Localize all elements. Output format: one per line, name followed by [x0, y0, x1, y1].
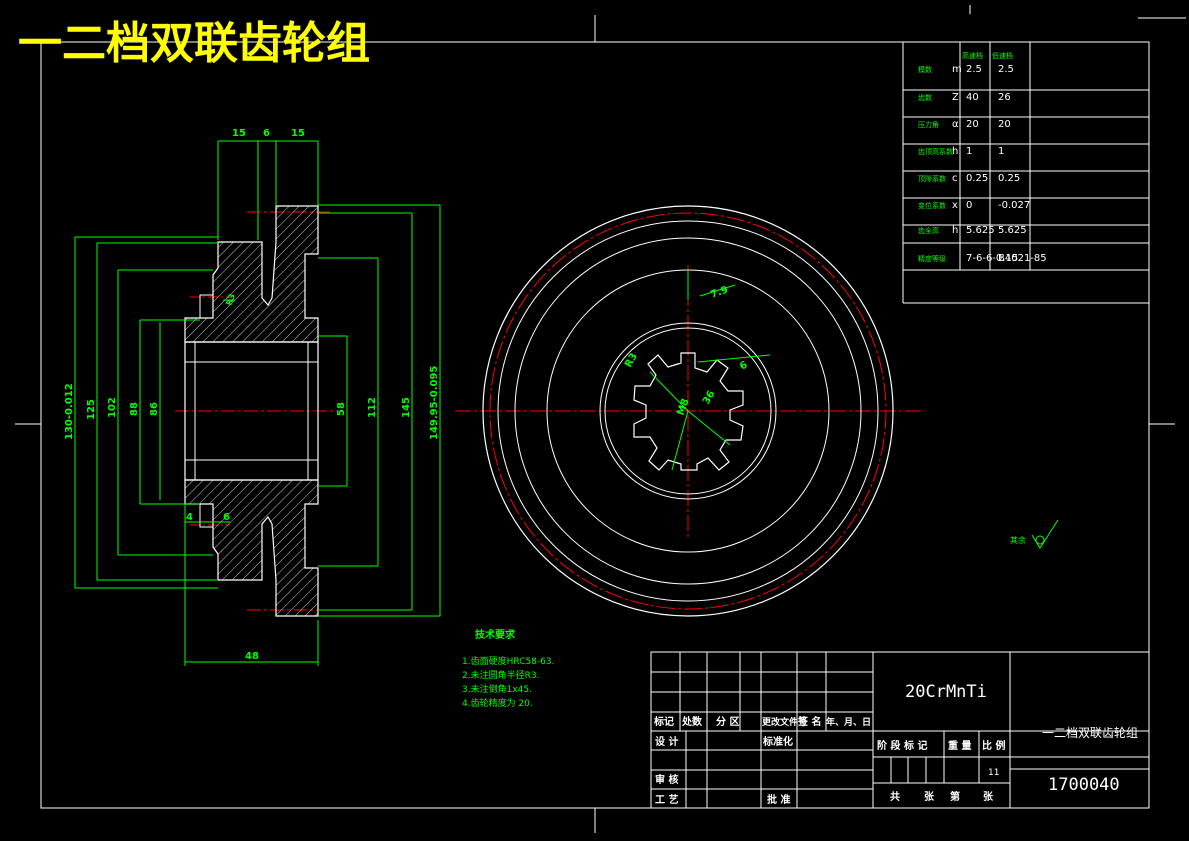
tb-design: 设 计 — [655, 735, 678, 748]
dim-130: 130-0.012 — [64, 383, 75, 440]
dim-149: 149.95-0.095 — [429, 366, 440, 440]
tb-stage-mark: 阶 段 标 记 — [877, 739, 927, 752]
dim-bottom-4: 4 — [186, 512, 193, 523]
tech-requirements: 技术要求 1.齿面硬度HRC58-63. 2.未注圆角半径R3. 3.未注倒角1… — [462, 628, 554, 709]
param-value-high-1: 40 — [966, 92, 979, 103]
tb-approve: 批 准 — [767, 793, 790, 806]
tb-sheet-no: 第 — [950, 790, 960, 803]
param-value-high-3: 1 — [966, 146, 972, 157]
param-symbol-5: x — [952, 200, 958, 211]
dim-bottom-48: 48 — [245, 651, 259, 662]
tb-process: 工 艺 — [655, 793, 678, 806]
tb-scale: 11 — [988, 768, 999, 778]
drawing-title: 一二档双联齿轮组 — [18, 18, 370, 69]
section-view: 15 6 15 130-0.012 125 102 88 86 58 112 1… — [64, 128, 441, 666]
surface-finish-symbol: 其余 — [1010, 519, 1059, 549]
param-name-3: 齿顶高系数 — [918, 147, 953, 156]
end-view — [455, 205, 925, 617]
param-value-high-2: 20 — [966, 119, 979, 130]
tb-header-mark: 标记 — [653, 715, 674, 728]
param-value-low-4: 0.25 — [998, 173, 1020, 184]
param-value-high-6: 5.625 — [966, 225, 995, 236]
tb-header-sign: 签 名 — [797, 715, 821, 728]
surface-note: 其余 — [1010, 535, 1026, 545]
tb-header-date: 年、月、日 — [826, 716, 871, 728]
tb-sheet: 张 — [983, 790, 994, 803]
dim-145: 145 — [401, 397, 412, 418]
param-name-4: 顶隙系数 — [918, 174, 946, 183]
end-label-r3: R3 — [623, 351, 640, 369]
dim-88: 88 — [129, 402, 140, 416]
param-value-high-0: 2.5 — [966, 64, 982, 75]
param-symbol-3: h — [952, 146, 958, 157]
label-r3: R3 — [224, 293, 236, 307]
param-name-5: 变位系数 — [918, 201, 946, 210]
dim-102: 102 — [107, 397, 118, 418]
param-value-low-0: 2.5 — [998, 64, 1014, 75]
col-header-high: 高速档 — [962, 51, 983, 60]
tech-item-1: 1.齿面硬度HRC58-63. — [462, 655, 554, 667]
param-value-low-1: 26 — [998, 92, 1011, 103]
title-block-grid — [650, 651, 1150, 809]
param-value-low-3: 1 — [998, 146, 1004, 157]
dim-125: 125 — [86, 399, 97, 420]
tb-header-zone: 分 区 — [716, 715, 739, 728]
col-header-low: 低速档 — [992, 51, 1013, 60]
tb-check: 审 核 — [655, 773, 678, 786]
param-name-6: 齿全高 — [918, 226, 939, 235]
tb-drawing-number: 1700040 — [1048, 775, 1120, 795]
tech-item-4: 4.齿轮精度为 20. — [462, 697, 533, 709]
dim-top-2: 6 — [263, 128, 270, 139]
param-value-low-5: -0.027 — [998, 200, 1030, 211]
end-label-m8: M8 — [675, 397, 691, 417]
param-value-low-6: 5.625 — [998, 225, 1027, 236]
end-label-7-9: 7.9 — [709, 284, 729, 300]
tb-header-doc: 更改文件号 — [762, 716, 807, 728]
param-name-2: 压力角 — [918, 120, 939, 129]
param-name-1: 齿数 — [918, 93, 932, 102]
tech-item-2: 2.未注圆角半径R3. — [462, 669, 539, 681]
tb-header-count: 处数 — [681, 715, 703, 728]
dim-86: 86 — [149, 402, 160, 416]
sheet-frame — [15, 5, 1186, 833]
end-label-36: 36 — [701, 389, 718, 407]
dim-top-1: 15 — [232, 128, 246, 139]
param-symbol-4: c — [952, 173, 958, 184]
dim-58: 58 — [336, 402, 347, 416]
dim-top-3: 15 — [291, 128, 305, 139]
tb-standardize: 标准化 — [762, 735, 793, 748]
params-table-grid — [902, 42, 1149, 304]
lower-section-hatch — [184, 479, 319, 617]
end-label-6: 6 — [738, 360, 750, 373]
tb-total: 共 — [890, 790, 900, 803]
tb-sheets: 张 — [924, 790, 935, 803]
param-value-high-7: 7-6-6-0.15 — [966, 253, 1018, 264]
param-symbol-1: Z — [952, 92, 959, 103]
tech-title: 技术要求 — [475, 628, 516, 641]
param-value-high-4: 0.25 — [966, 173, 988, 184]
param-symbol-2: α — [952, 119, 959, 130]
title-block: 标记 处数 分 区 更改文件号 签 名 年、月、日 设 计 标准化 审 核 工 … — [653, 682, 1138, 806]
param-symbol-0: m — [952, 64, 962, 75]
param-value-high-5: 0 — [966, 200, 972, 211]
param-value-low-7: B4021-85 — [998, 253, 1047, 264]
dim-bottom-6: 6 — [223, 512, 230, 523]
param-name-7: 精度等级 — [918, 254, 946, 263]
dim-112: 112 — [367, 397, 378, 418]
tb-weight: 重 量 — [948, 739, 971, 752]
param-symbol-6: h — [952, 225, 958, 236]
param-value-low-2: 20 — [998, 119, 1011, 130]
tb-ratio: 比 例 — [982, 739, 1005, 752]
upper-section-hatch — [184, 205, 319, 343]
tb-part-name: 一二档双联齿轮组 — [1042, 726, 1138, 740]
tb-material: 20CrMnTi — [905, 682, 987, 702]
tech-item-3: 3.未注倒角1x45. — [462, 683, 532, 695]
param-name-0: 模数 — [918, 65, 932, 74]
spline-bore — [633, 352, 744, 471]
